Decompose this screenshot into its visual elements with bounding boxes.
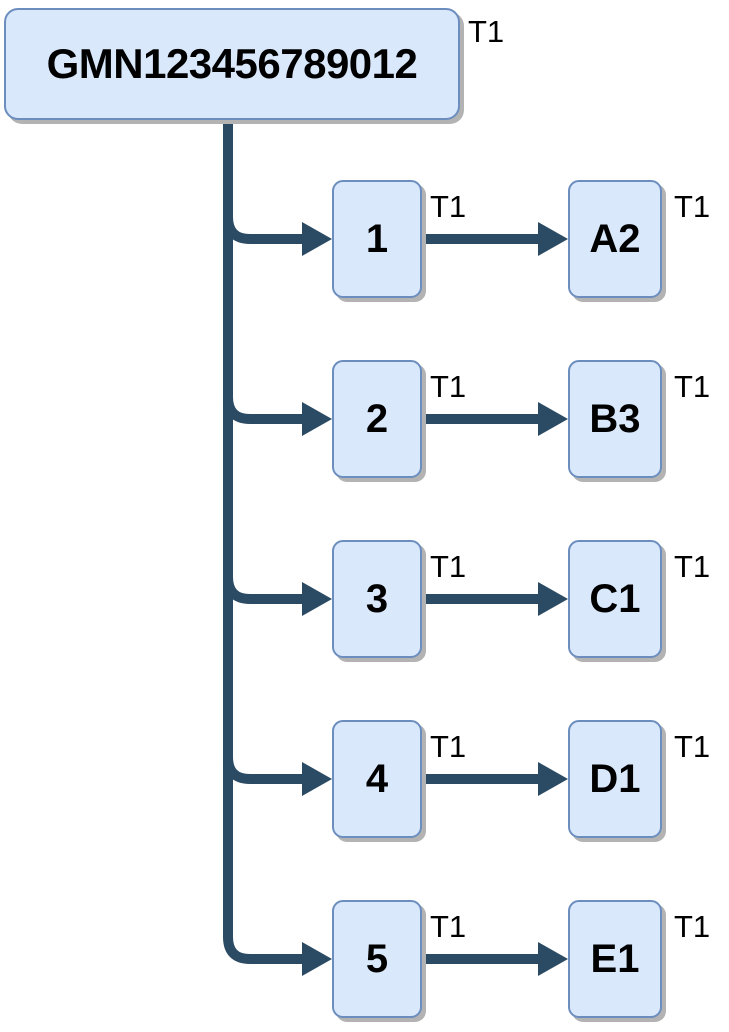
node-mid-label: 1: [365, 217, 389, 261]
node-right-label: A2: [589, 217, 641, 261]
node-right-E1[interactable]: E1: [568, 900, 662, 1018]
edge-label-4-to-D1: T1: [430, 729, 467, 764]
node-mid-3[interactable]: 3: [332, 540, 422, 658]
node-right-label: D1: [589, 757, 641, 801]
node-badge-D1: T1: [674, 729, 711, 764]
node-badge-B3: T1: [674, 369, 711, 404]
node-mid-label: 4: [365, 757, 389, 801]
node-mid-1[interactable]: 1: [332, 180, 422, 298]
node-right-A2[interactable]: A2: [568, 180, 662, 298]
node-badge-A2: T1: [674, 189, 711, 224]
node-mid-label: 3: [365, 577, 389, 621]
node-mid-label: 5: [365, 937, 389, 981]
node-root-label: GMN123456789012: [46, 40, 418, 87]
node-mid-2[interactable]: 2: [332, 360, 422, 478]
edge-label-2-to-B3: T1: [430, 369, 467, 404]
node-right-label: C1: [589, 577, 641, 621]
edge-label-3-to-C1: T1: [430, 549, 467, 584]
node-mid-4[interactable]: 4: [332, 720, 422, 838]
node-root-badge: T1: [468, 14, 505, 49]
node-mid-5[interactable]: 5: [332, 900, 422, 1018]
node-right-B3[interactable]: B3: [568, 360, 662, 478]
node-mid-label: 2: [365, 397, 389, 441]
edge-label-5-to-E1: T1: [430, 909, 467, 944]
node-badge-C1: T1: [674, 549, 711, 584]
node-right-label: B3: [589, 397, 641, 441]
edge-label-1-to-A2: T1: [430, 189, 467, 224]
node-right-C1[interactable]: C1: [568, 540, 662, 658]
node-badge-E1: T1: [674, 909, 711, 944]
node-root[interactable]: GMN123456789012: [4, 8, 460, 120]
node-right-label: E1: [590, 937, 640, 981]
node-right-D1[interactable]: D1: [568, 720, 662, 838]
